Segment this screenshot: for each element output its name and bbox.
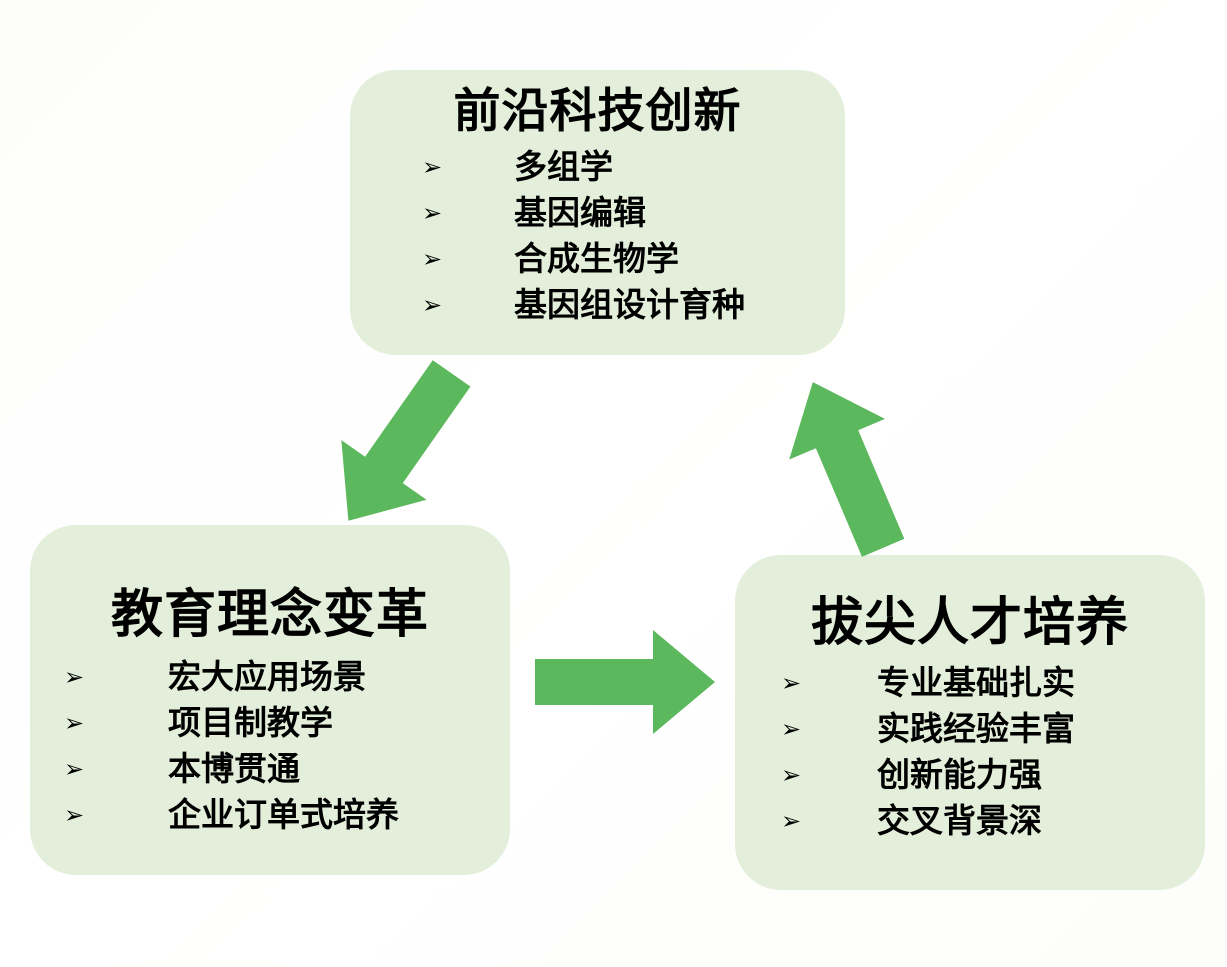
box-talent-cultivation: 拔尖人才培养 ➢ 专业基础扎实 ➢ 实践经验丰富 ➢ 创新能力强 ➢ 交叉背景深 xyxy=(735,555,1205,890)
list-item-label: 基因编辑 xyxy=(514,192,646,232)
box-title: 教育理念变革 xyxy=(110,585,429,645)
arrow-down-left-icon xyxy=(341,360,471,521)
list-item: ➢ 宏大应用场景 xyxy=(30,654,510,700)
list-item: ➢ 实践经验丰富 xyxy=(735,706,1205,752)
arrow-up-icon xyxy=(789,382,905,557)
arrow-bullet-icon: ➢ xyxy=(64,709,85,738)
list-item-label: 创新能力强 xyxy=(877,755,1042,795)
list-item-label: 宏大应用场景 xyxy=(168,657,366,697)
arrow-bullet-icon: ➢ xyxy=(781,715,802,744)
list-item: ➢ 本博贯通 xyxy=(30,746,510,792)
list-item: ➢ 基因编辑 xyxy=(350,190,845,236)
list-item: ➢ 基因组设计育种 xyxy=(350,282,845,328)
list-item-label: 多组学 xyxy=(514,146,613,186)
list-item-label: 专业基础扎实 xyxy=(877,663,1075,703)
list-item: ➢ 专业基础扎实 xyxy=(735,660,1205,706)
arrow-bullet-icon: ➢ xyxy=(781,761,802,790)
arrow-bullet-icon: ➢ xyxy=(64,663,85,692)
arrow-bullet-icon: ➢ xyxy=(422,152,443,181)
list-item: ➢ 创新能力强 xyxy=(735,752,1205,798)
arrow-bullet-icon: ➢ xyxy=(422,198,443,227)
list-item: ➢ 合成生物学 xyxy=(350,236,845,282)
arrow-shape xyxy=(535,630,715,734)
list-item: ➢ 企业订单式培养 xyxy=(30,792,510,838)
arrow-shape xyxy=(789,382,905,557)
arrow-shape xyxy=(341,360,471,521)
arrow-bullet-icon: ➢ xyxy=(422,290,443,319)
box-item-list: ➢ 宏大应用场景 ➢ 项目制教学 ➢ 本博贯通 ➢ 企业订单式培养 xyxy=(30,654,510,838)
arrow-bullet-icon: ➢ xyxy=(781,669,802,698)
box-title: 前沿科技创新 xyxy=(453,84,742,139)
arrow-right-icon xyxy=(535,630,715,734)
arrow-bullet-icon: ➢ xyxy=(64,755,85,784)
list-item: ➢ 项目制教学 xyxy=(30,700,510,746)
box-item-list: ➢ 多组学 ➢ 基因编辑 ➢ 合成生物学 ➢ 基因组设计育种 xyxy=(350,144,845,328)
box-item-list: ➢ 专业基础扎实 ➢ 实践经验丰富 ➢ 创新能力强 ➢ 交叉背景深 xyxy=(735,660,1205,844)
list-item-label: 本博贯通 xyxy=(168,749,300,789)
arrow-bullet-icon: ➢ xyxy=(422,244,443,273)
box-title: 拔尖人才培养 xyxy=(810,593,1129,653)
arrow-bullet-icon: ➢ xyxy=(781,807,802,836)
list-item-label: 企业订单式培养 xyxy=(168,795,399,835)
arrow-bullet-icon: ➢ xyxy=(64,801,85,830)
list-item-label: 基因组设计育种 xyxy=(514,284,745,324)
list-item: ➢ 多组学 xyxy=(350,144,845,190)
list-item-label: 合成生物学 xyxy=(514,238,679,278)
list-item-label: 交叉背景深 xyxy=(877,801,1042,841)
box-frontier-tech: 前沿科技创新 ➢ 多组学 ➢ 基因编辑 ➢ 合成生物学 ➢ 基因组设计育种 xyxy=(350,70,845,355)
list-item-label: 实践经验丰富 xyxy=(877,709,1075,749)
box-education-reform: 教育理念变革 ➢ 宏大应用场景 ➢ 项目制教学 ➢ 本博贯通 ➢ 企业订单式培养 xyxy=(30,525,510,875)
list-item-label: 项目制教学 xyxy=(168,703,333,743)
list-item: ➢ 交叉背景深 xyxy=(735,798,1205,844)
